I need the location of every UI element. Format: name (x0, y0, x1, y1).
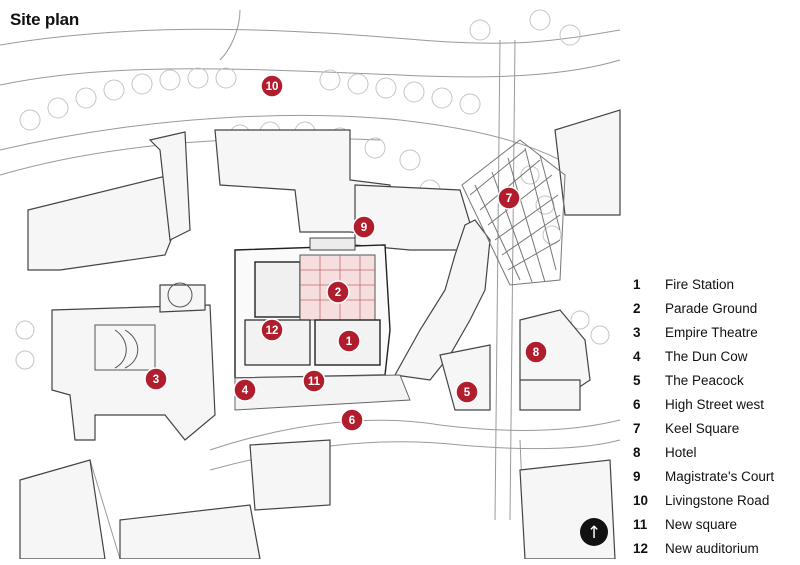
legend-item: 6 High Street west (633, 397, 798, 421)
marker-number: 5 (464, 387, 471, 399)
legend-label: New square (665, 517, 738, 532)
legend: 1 Fire Station 2 Parade Ground 3 Empire Theat… (633, 277, 798, 565)
marker-circle (524, 340, 548, 364)
legend-label: Keel Square (665, 421, 740, 436)
marker-circle (326, 280, 350, 304)
legend-item: 2 Parade Ground (633, 301, 798, 325)
legend-item: 3 Empire Theatre (633, 325, 798, 349)
marker-empire-theatre[interactable]: 3 (144, 367, 168, 391)
marker-circle (497, 186, 521, 210)
legend-label: New auditorium (665, 541, 759, 556)
legend-label: Fire Station (665, 277, 735, 292)
marker-circle (455, 380, 479, 404)
marker-number: 9 (361, 222, 367, 234)
marker-number: 7 (506, 193, 512, 205)
marker-keel-square[interactable]: 7 (497, 186, 521, 210)
page-title: Site plan (10, 10, 80, 29)
marker-circle (144, 367, 168, 391)
legend-item: 12 New auditorium (633, 541, 798, 565)
north-arrow-glyph: ↑ (587, 523, 601, 543)
legend-item: 10 Livingstone Road (633, 493, 798, 517)
legend-number: 12 (633, 541, 649, 556)
legend-label: Empire Theatre (665, 325, 758, 340)
marker-circle (302, 369, 326, 393)
legend-label: Parade Ground (665, 301, 758, 316)
marker-number: 12 (266, 325, 279, 337)
legend-label: Livingstone Road (665, 493, 770, 508)
marker-number: 3 (153, 374, 159, 386)
marker-number: 11 (308, 376, 321, 388)
marker-number: 1 (346, 336, 353, 348)
legend-label: High Street west (665, 397, 765, 412)
marker-new-square[interactable]: 11 (302, 369, 326, 393)
marker-livingstone-road[interactable]: 10 (260, 74, 284, 98)
legend-item: 9 Magistrate's Court (633, 469, 798, 493)
legend-label: Hotel (665, 445, 697, 460)
marker-circle (337, 329, 361, 353)
legend-label: Magistrate's Court (665, 469, 775, 484)
legend-label: The Peacock (665, 373, 744, 388)
north-arrow-circle (580, 518, 608, 546)
marker-circle (340, 408, 364, 432)
legend-number: 6 (633, 397, 641, 412)
legend-item: 11 New square (633, 517, 798, 541)
legend-number: 10 (633, 493, 649, 508)
legend-number: 2 (633, 301, 641, 316)
marker-fire-station[interactable]: 1 (337, 329, 361, 353)
legend-number: 1 (633, 277, 641, 292)
marker-number: 8 (533, 347, 540, 359)
marker-number: 6 (349, 415, 355, 427)
legend-number: 5 (633, 373, 641, 388)
legend-item: 7 Keel Square (633, 421, 798, 445)
marker-hotel[interactable]: 8 (524, 340, 548, 364)
marker-the-peacock[interactable]: 5 (455, 380, 479, 404)
marker-magistrates-court[interactable]: 9 (352, 215, 376, 239)
marker-circle (352, 215, 376, 239)
legend-item: 5 The Peacock (633, 373, 798, 397)
marker-circle (260, 318, 284, 342)
north-arrow-icon: ↑ (580, 518, 608, 546)
legend-item: 8 Hotel (633, 445, 798, 469)
legend-number: 11 (633, 517, 648, 532)
marker-new-auditorium[interactable]: 12 (260, 318, 284, 342)
marker-high-street-west[interactable]: 6 (340, 408, 364, 432)
legend-number: 3 (633, 325, 641, 340)
legend-number: 4 (633, 349, 641, 364)
legend-number: 9 (633, 469, 641, 484)
marker-number: 10 (266, 81, 279, 93)
marker-number: 2 (335, 287, 341, 299)
legend-item: 4 The Dun Cow (633, 349, 798, 373)
marker-number: 4 (242, 385, 249, 397)
marker-parade-ground[interactable]: 2 (326, 280, 350, 304)
marker-circle (260, 74, 284, 98)
legend-number: 8 (633, 445, 641, 460)
legend-item: 1 Fire Station (633, 277, 798, 301)
legend-label: The Dun Cow (665, 349, 748, 364)
marker-the-dun-cow[interactable]: 4 (233, 378, 257, 402)
marker-circle (233, 378, 257, 402)
legend-number: 7 (633, 421, 641, 436)
